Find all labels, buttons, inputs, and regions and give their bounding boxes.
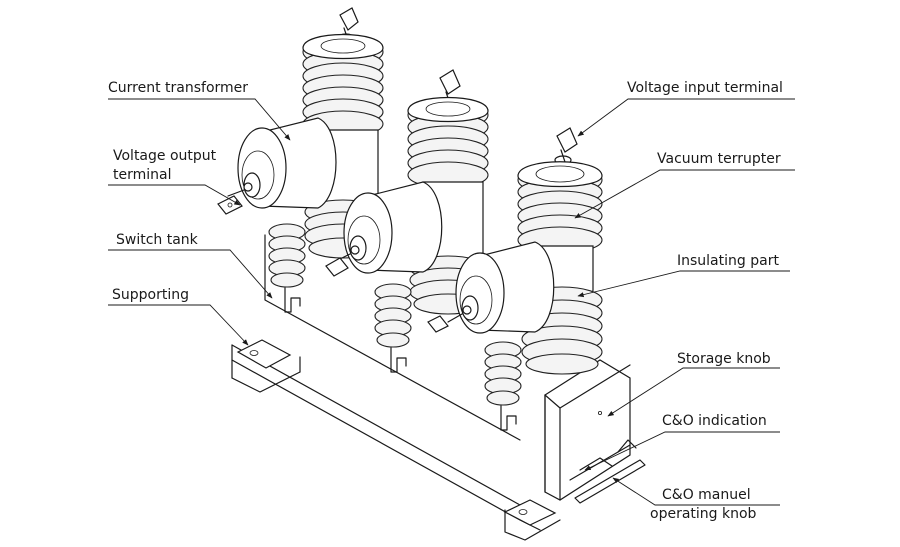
leader-lines xyxy=(108,98,795,506)
supporting-bracket-left xyxy=(236,339,292,369)
label-insulating-part: Insulating part xyxy=(677,253,779,269)
leader-co-indication xyxy=(584,431,780,471)
label-supporting: Supporting xyxy=(112,287,189,303)
leader-co-manuel xyxy=(612,477,780,506)
leader-insulating-part xyxy=(577,270,790,298)
label-voltage-output-line1: Voltage output xyxy=(113,148,217,164)
label-co-indication: C&O indication xyxy=(662,413,767,429)
label-switch-tank: Switch tank xyxy=(116,232,198,248)
pole-3 xyxy=(447,127,603,431)
label-voltage-input-terminal: Voltage input terminal xyxy=(627,80,783,96)
leader-vacuum-terrupter xyxy=(574,169,795,219)
label-current-transformer: Current transformer xyxy=(108,80,249,96)
label-storage-knob: Storage knob xyxy=(677,351,771,367)
leader-storage-knob xyxy=(607,367,780,417)
leader-voltage-output xyxy=(108,184,241,206)
label-co-manuel-line1: C&O manuel xyxy=(662,487,751,503)
leader-current-transformer xyxy=(108,98,291,141)
switch-tank-box xyxy=(544,359,646,504)
label-vacuum-terrupter: Vacuum terrupter xyxy=(657,151,781,167)
leader-switch-tank xyxy=(108,249,273,299)
label-co-manuel-line2: operating knob xyxy=(650,506,757,522)
leader-voltage-input xyxy=(577,98,795,137)
supporting-bracket-right xyxy=(503,499,557,526)
leader-supporting xyxy=(108,304,249,346)
label-voltage-output-line2: terminal xyxy=(113,167,172,183)
